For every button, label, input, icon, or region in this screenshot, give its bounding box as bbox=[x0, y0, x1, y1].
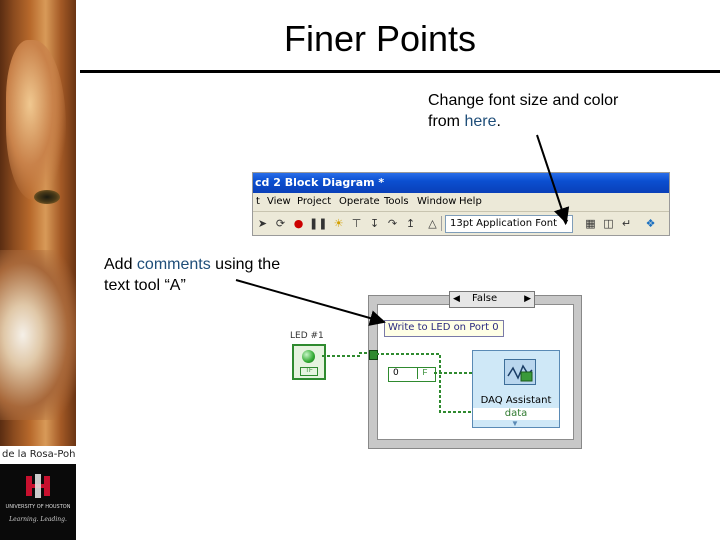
run-arrow-icon[interactable]: ➤ bbox=[257, 217, 268, 230]
font-callout-text: Change font size and color from bbox=[428, 92, 619, 130]
distribute-objects-icon[interactable]: ◫ bbox=[603, 217, 614, 230]
diagram-comment-text: Write to LED on Port 0 bbox=[388, 322, 499, 333]
menu-edit-partial[interactable]: t bbox=[256, 196, 260, 207]
run-continuous-icon[interactable]: ⟳ bbox=[275, 217, 286, 230]
led-icon bbox=[302, 350, 315, 363]
menu-window[interactable]: Window bbox=[417, 196, 457, 207]
menu-bar: t View Project Operate Tools Window Help bbox=[253, 193, 669, 211]
menu-project[interactable]: Project bbox=[297, 196, 332, 207]
window-title: cd 2 Block Diagram * bbox=[255, 176, 385, 189]
context-help-icon[interactable]: ❖ bbox=[645, 217, 656, 230]
pause-icon[interactable]: ❚❚ bbox=[309, 217, 328, 230]
numeric-constant[interactable]: 0 F bbox=[388, 367, 436, 382]
expand-arrow-icon[interactable]: ▼ bbox=[511, 419, 519, 428]
university-logo: UNIVERSITY OF HOUSTON Learning. Leading. bbox=[0, 464, 76, 540]
diagram-comment[interactable]: Write to LED on Port 0 bbox=[384, 320, 504, 337]
toolbar-separator bbox=[441, 216, 442, 231]
case-tunnel bbox=[369, 350, 378, 360]
title-divider bbox=[80, 70, 720, 73]
led-terminal[interactable]: TF bbox=[292, 344, 326, 380]
case-selector[interactable]: ◀ False ▶ bbox=[449, 291, 535, 308]
window-titlebar: cd 2 Block Diagram * bbox=[253, 173, 669, 193]
font-dropdown[interactable]: 13pt Application Font ▼ bbox=[445, 215, 573, 233]
comments-callout-highlight: comments bbox=[136, 256, 211, 273]
abort-icon[interactable]: ● bbox=[293, 217, 304, 230]
led-terminal-label: LED #1 bbox=[290, 331, 324, 341]
highlight-execution-icon[interactable]: ☀ bbox=[333, 217, 344, 230]
daq-assistant-node[interactable]: DAQ Assistant data ▼ bbox=[472, 350, 560, 428]
comments-callout-end: using the text tool “A” bbox=[104, 256, 281, 294]
menu-help[interactable]: Help bbox=[459, 196, 482, 207]
author-strip: de la Rosa-Pohl bbox=[0, 446, 76, 464]
cougar-eye-shape bbox=[34, 190, 60, 204]
logo-university-text: UNIVERSITY OF HOUSTON bbox=[5, 504, 71, 510]
logo-tagline: Learning. Leading. bbox=[9, 516, 67, 523]
cougar-muzzle-shape bbox=[0, 250, 76, 420]
font-callout: Change font size and color from here. bbox=[428, 90, 628, 132]
numeric-constant-value: 0 bbox=[393, 368, 399, 378]
led-type-badge: TF bbox=[300, 367, 318, 376]
chevron-down-icon: ▼ bbox=[561, 217, 570, 227]
menu-tools[interactable]: Tools bbox=[384, 196, 409, 207]
font-dropdown-value: 13pt Application Font bbox=[450, 218, 557, 229]
retain-wire-values-icon[interactable]: ⊤ bbox=[351, 217, 362, 230]
daq-waveform-icon bbox=[504, 359, 536, 385]
daq-output-terminal[interactable]: data bbox=[504, 408, 528, 419]
clean-up-icon[interactable]: △ bbox=[428, 217, 437, 230]
menu-view[interactable]: View bbox=[267, 196, 291, 207]
labview-window: cd 2 Block Diagram * t View Project Oper… bbox=[252, 172, 670, 236]
font-callout-highlight: here bbox=[464, 113, 497, 130]
step-over-icon[interactable]: ↷ bbox=[387, 217, 398, 230]
toolbar: ➤ ⟳ ● ❚❚ ☀ ⊤ ↧ ↷ ↥ △ 13pt Application Fo… bbox=[253, 211, 669, 235]
led-wire bbox=[322, 352, 369, 357]
daq-output-row: data bbox=[473, 408, 559, 420]
align-objects-icon[interactable]: ▦ bbox=[585, 217, 596, 230]
case-next-icon[interactable]: ▶ bbox=[524, 293, 531, 303]
daq-assistant-label: DAQ Assistant bbox=[480, 395, 552, 406]
comments-callout-text: Add bbox=[104, 256, 137, 273]
menu-operate[interactable]: Operate bbox=[339, 196, 380, 207]
font-callout-end: . bbox=[496, 113, 501, 130]
boolean-constant[interactable]: F bbox=[417, 368, 432, 379]
case-prev-icon[interactable]: ◀ bbox=[453, 293, 460, 303]
uh-logo-icon bbox=[26, 474, 50, 498]
step-out-icon[interactable]: ↥ bbox=[405, 217, 416, 230]
comments-callout: Add comments using the text tool “A” bbox=[104, 254, 304, 296]
cougar-fur-shape bbox=[6, 40, 66, 200]
slide-title: Finer Points bbox=[283, 18, 477, 59]
step-into-icon[interactable]: ↧ bbox=[369, 217, 380, 230]
author-name: de la Rosa-Pohl bbox=[2, 449, 76, 460]
case-selector-value: False bbox=[472, 293, 498, 304]
reorder-icon[interactable]: ↵ bbox=[621, 217, 632, 230]
